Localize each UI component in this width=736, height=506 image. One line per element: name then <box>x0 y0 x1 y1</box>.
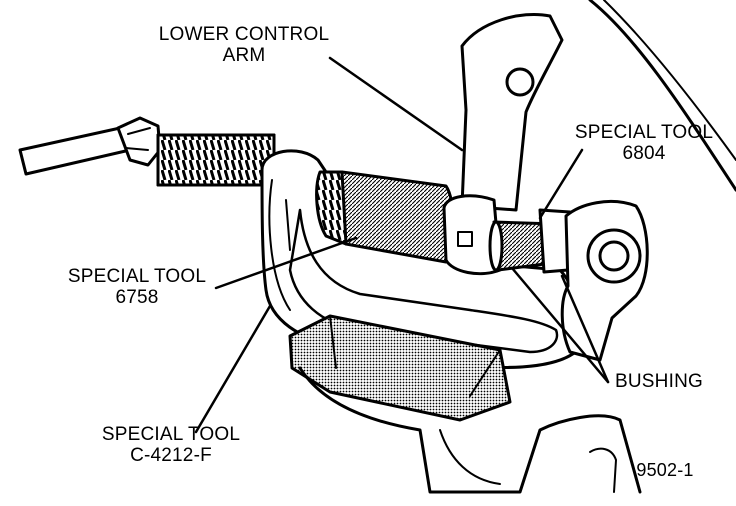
figure-number-text: 9502-1 <box>636 460 694 480</box>
leader-special-tool-c4212f <box>194 304 272 434</box>
c-clamp-inner <box>288 208 559 354</box>
label-special-tool-6758: SPECIAL TOOL 6758 <box>58 266 216 308</box>
label-bushing: BUSHING <box>607 371 711 392</box>
lower-control-arm-link <box>460 12 564 212</box>
fender-outline <box>588 0 736 192</box>
fender-inner-line <box>603 0 736 161</box>
ratchet-head <box>116 116 162 167</box>
leader-bushing-b <box>560 274 610 384</box>
label-bushing-text: BUSHING <box>615 371 703 392</box>
label-special-tool-6758-line1: SPECIAL TOOL <box>67 266 207 287</box>
label-special-tool-6804-line2: 6804 <box>622 143 666 164</box>
clamp-eye-inner <box>598 240 630 272</box>
leader-special-tool-6804 <box>538 148 584 220</box>
label-special-tool-c4212f-line2: C-4212-F <box>130 445 212 466</box>
figure-number: 9502-1 <box>625 460 705 481</box>
label-special-tool-c4212f: SPECIAL TOOL C-4212-F <box>94 424 248 466</box>
label-lower-control-arm-line2: ARM <box>222 45 266 66</box>
leader-lower-control-arm <box>328 56 464 152</box>
leader-special-tool-6758 <box>214 236 358 290</box>
forcing-screw <box>156 133 276 187</box>
label-special-tool-6804-line1: SPECIAL TOOL <box>574 122 714 143</box>
bench-vise-jaw <box>288 314 512 422</box>
label-special-tool-6804: SPECIAL TOOL 6804 <box>566 122 722 164</box>
label-special-tool-6758-line2: 6758 <box>115 287 159 308</box>
leader-bushing-a <box>510 266 610 384</box>
label-special-tool-c4212f-line1: SPECIAL TOOL <box>101 424 241 445</box>
control-arm-hole <box>505 67 535 97</box>
vise-body <box>298 366 642 494</box>
label-lower-control-arm-line1: LOWER CONTROL <box>158 24 330 45</box>
label-lower-control-arm: LOWER CONTROL ARM <box>146 24 342 66</box>
ratchet-handle <box>18 126 132 176</box>
